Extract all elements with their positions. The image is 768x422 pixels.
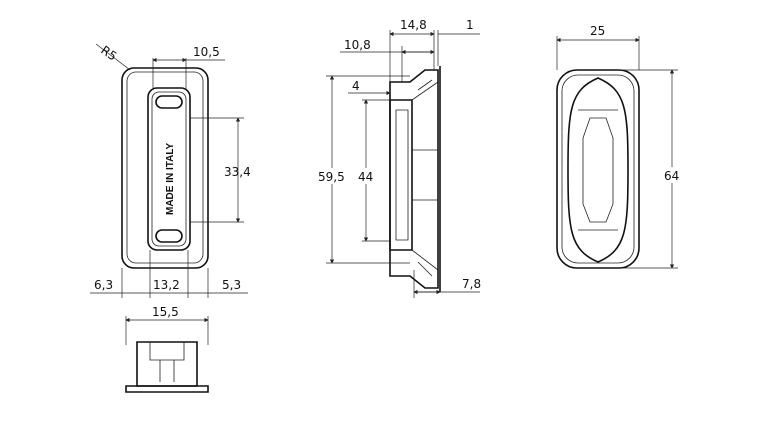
dim-left-margin: 6,3 [94, 278, 113, 292]
dim-depth: 14,8 [400, 18, 427, 32]
dim-inner-depth: 10,8 [344, 38, 371, 52]
dim-bottom-width: 15,5 [152, 305, 179, 319]
dim-inner-width: 13,2 [153, 278, 180, 292]
dim-back-width: 25 [590, 24, 605, 38]
front-view: MADE IN ITALY R5 10,5 33,4 6,3 13,2 5,3 [90, 43, 251, 298]
side-view: 14,8 1 10,8 4 59,5 44 7,8 [316, 18, 481, 298]
dim-slot-width: 10,5 [193, 45, 220, 59]
dim-slot-height: 33,4 [224, 165, 251, 179]
dim-flange: 1 [466, 18, 474, 32]
dim-inner-height: 44 [358, 170, 373, 184]
back-view: 25 64 [556, 24, 682, 269]
dim-radius: R5 [98, 43, 119, 64]
dim-right-margin: 5,3 [222, 278, 241, 292]
made-in-italy-marking: MADE IN ITALY [165, 142, 176, 215]
bottom-view: 15,5 [125, 305, 209, 393]
dim-bottom-depth: 7,8 [462, 277, 481, 291]
dim-height: 59,5 [318, 170, 345, 184]
dim-back-height: 64 [664, 169, 679, 183]
dim-step: 4 [352, 79, 360, 93]
